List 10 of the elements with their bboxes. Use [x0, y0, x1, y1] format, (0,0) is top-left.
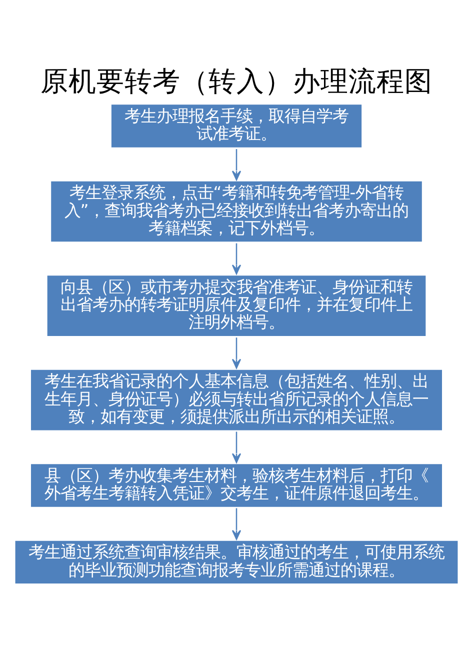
arrow [231, 508, 241, 540]
node-box: 考生办理报名手续，取得自学考试准考证。 [108, 102, 364, 150]
arrow [231, 431, 241, 463]
arrow [231, 242, 241, 274]
diagram-title: 原机要转考（转入）办理流程图 [40, 64, 432, 97]
arrow [231, 148, 241, 180]
node-box: 考生通过系统查询审核结果。审核通过的考生，可使用系统的毕业预测功能查询报考专业所需通过的课程。 [12, 538, 460, 586]
node-box: 考生登录系统，点击“考籍和转免考管理-外省转入”，查询我省考办已经接收到转出省考办寄出的考籍档案，记下外档号。 [48, 178, 424, 244]
node-box: 向县（区）或市考办提交我省准考证、身份证和转出省考办的转考证明原件及复印件，并在复印件上注明外档号。 [44, 272, 428, 338]
arrow [231, 337, 241, 368]
